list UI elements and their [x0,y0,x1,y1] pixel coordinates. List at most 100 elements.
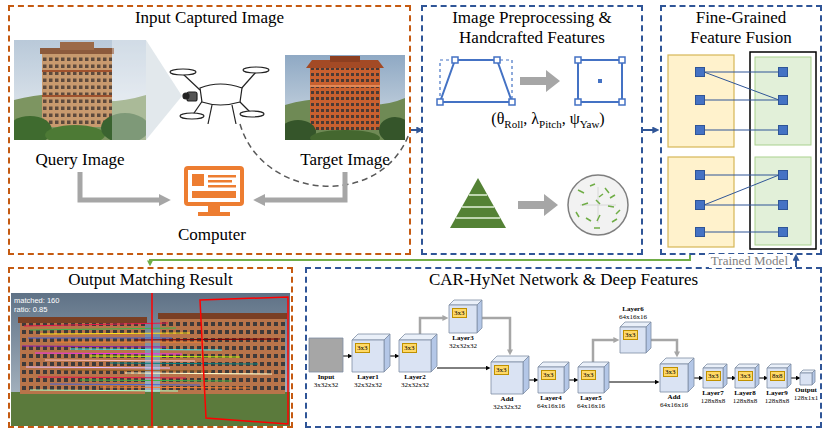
tensor-shape: 64x16x16 [660,401,688,409]
angle-symbol: , ψ [562,110,580,127]
connector [411,129,417,131]
computer-icon [184,166,244,216]
feature-fusion [696,228,705,237]
query-photo [42,52,112,127]
conv-layer: 3x3Layer132x32x32 [352,334,390,372]
connector [727,378,732,379]
computer-icon [208,206,220,212]
matching-photo [151,293,153,426]
angle-symbol: , λ [523,110,539,127]
kernel-size: 8x8 [770,371,785,381]
layer-name: Output [795,386,817,394]
tensor-shape: 32x32x32 [449,342,477,350]
drone [243,67,269,73]
computer-icon [192,174,204,186]
cube-face [767,368,787,388]
capture-path [240,124,409,186]
drone [170,67,269,124]
perspective-correction [452,57,458,63]
image-caption: Query Image [32,148,127,172]
matching-photo [22,346,166,347]
connector [437,368,486,369]
matching-photo [50,384,200,385]
add-layer: 3x3Add32x32x32 [491,356,529,394]
cube-face [800,373,812,385]
cube-shape [399,334,437,372]
matching-photo [30,328,176,330]
conv-layer: 3x3Layer464x16x16 [538,362,569,393]
feature-fusion [696,171,705,180]
cube-face [352,334,390,340]
image-pyramid [450,178,506,228]
cube-face [491,356,529,362]
connector [390,356,395,357]
conv-layer: 3x3Layer332x32x32 [449,300,482,333]
matching-photo [200,297,288,424]
perspective-correction [619,99,625,105]
perspective-correction [509,99,515,105]
connector [791,378,796,379]
conv-layer: 8x8Layer9128x8x8 [767,364,791,388]
computer-node: Computer [172,163,252,245]
feature-fusion [668,157,734,247]
image-caption: Query Image [32,148,127,172]
feature-fusion [704,72,779,73]
cube-face [703,368,723,388]
matching-photo [22,323,280,391]
target-photo [310,85,380,87]
panel-title: Input Captured Image [135,8,284,28]
image-caption: Target Image [297,148,393,172]
connector [482,318,510,350]
matching-photo [100,387,250,388]
feature-fusion [704,100,779,101]
drone [200,84,242,105]
network-panel: Input3x32x323x3Layer132x32x323x3Layer232… [305,267,822,428]
perspective-correction [598,79,602,83]
perspective-correction [440,60,512,102]
matching-photo [45,360,195,361]
image-pyramid [462,206,494,208]
matching-photo [28,337,172,338]
feature-fusion [704,205,779,206]
connector [150,255,690,261]
cube-shape [352,334,390,372]
layer-name: Layer8 [734,389,755,397]
matching-photo [55,341,205,342]
input-panel: Query Image Target ImageComputer Input Cap… [8,5,411,255]
cube-face [538,367,564,393]
connector [420,318,443,334]
tensor-shape: 128x1x1 [794,394,819,402]
panel-title: Image Preprocessing & Handcrafted Featur… [430,8,635,48]
cube-face [523,356,529,394]
feature-fusion [668,55,734,147]
perspective-correction [437,57,625,105]
feature-fusion [779,228,788,237]
keypoint-descriptor [568,175,628,235]
angle-symbol: ) [599,110,604,127]
kernel-size: 3x3 [452,308,467,318]
feature-fusion [696,68,788,237]
angle-symbol: (θ [491,110,504,127]
angle-subscript: Yaw [580,118,600,130]
computer-icon [208,180,232,183]
perspective-correction [575,57,581,63]
layer-name: Add [501,395,514,403]
feature-fusion [779,201,788,210]
connector [795,260,797,267]
angle-subscript: Roll [504,118,523,130]
cube-face [431,334,437,372]
kernel-size: 3x3 [663,367,678,377]
query-photo [42,95,112,97]
cube-face [604,362,609,393]
feature-fusion [668,52,816,249]
attitude-formula: (θRoll, λPitch, ψYaw) [491,109,604,134]
camera-view [146,40,182,140]
computer-icon [208,175,236,178]
feature-fusion [755,57,811,145]
feature-fusion [696,96,705,105]
tensor-shape: 64x16x16 [577,402,605,410]
layer-name: Layer2 [404,373,425,381]
connector [80,172,160,200]
connector [651,340,677,352]
